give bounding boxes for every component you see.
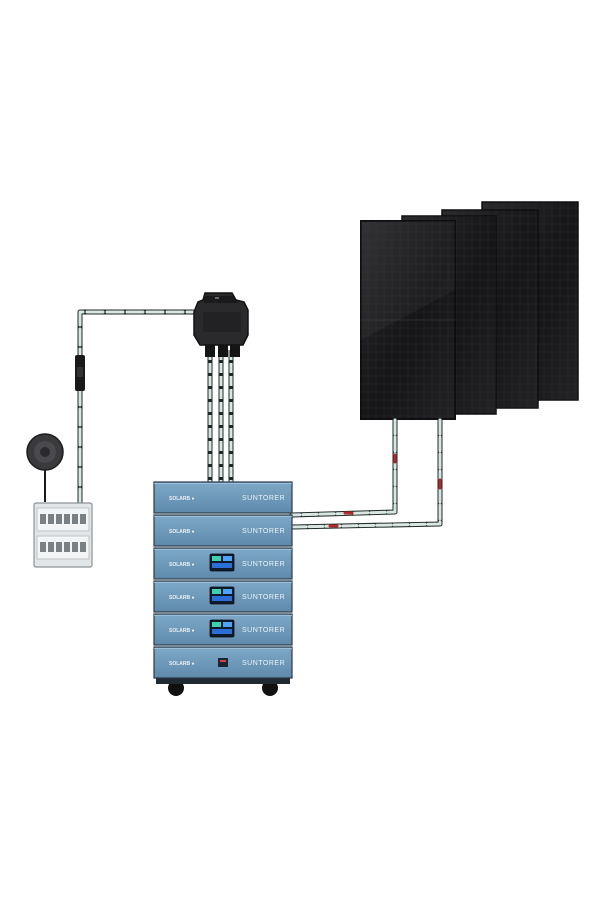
solar-panels — [360, 201, 579, 420]
ac-cable — [75, 309, 199, 508]
micro-inverter — [193, 292, 249, 357]
battery-module-2: SOLARB ● SUNTORER — [153, 514, 293, 547]
module-brand-right: SUNTORER — [242, 660, 285, 667]
module-brand-left: SOLARB ● — [169, 562, 195, 568]
distribution-box — [33, 502, 93, 568]
module-brand-right: SUNTORER — [242, 528, 285, 535]
breakers-row-1 — [40, 514, 86, 524]
battery-display-screen — [209, 553, 235, 572]
battery-display-screen — [209, 619, 235, 638]
battery-module-4: SOLARB ● SUNTORER — [153, 580, 293, 613]
module-brand-right: SUNTORER — [242, 594, 285, 601]
inverter-battery-cables — [207, 350, 234, 483]
battery-module-5: SOLARB ● SUNTORER — [153, 613, 293, 646]
module-brand-right: SUNTORER — [242, 627, 285, 634]
dc-cables — [289, 417, 443, 530]
module-brand-left: SOLARB ● — [169, 595, 195, 601]
smart-meter — [26, 433, 64, 502]
module-brand-left: SOLARB ● — [169, 529, 195, 535]
module-brand-left: SOLARB ● — [169, 496, 195, 502]
battery-display-screen — [209, 586, 235, 605]
battery-module-1: SOLARB ● SUNTORER — [153, 481, 293, 514]
module-brand-left: SOLARB ● — [169, 661, 195, 667]
battery-module-3: SOLARB ● SUNTORER — [153, 547, 293, 580]
solar-panel-1 — [360, 220, 456, 420]
battery-module-6: SOLARB ● SUNTORER — [153, 646, 293, 679]
module-brand-left: SOLARB ● — [169, 628, 195, 634]
module-brand-right: SUNTORER — [242, 495, 285, 502]
battery-port — [218, 658, 228, 667]
breakers-row-2 — [40, 542, 86, 552]
module-brand-right: SUNTORER — [242, 561, 285, 568]
